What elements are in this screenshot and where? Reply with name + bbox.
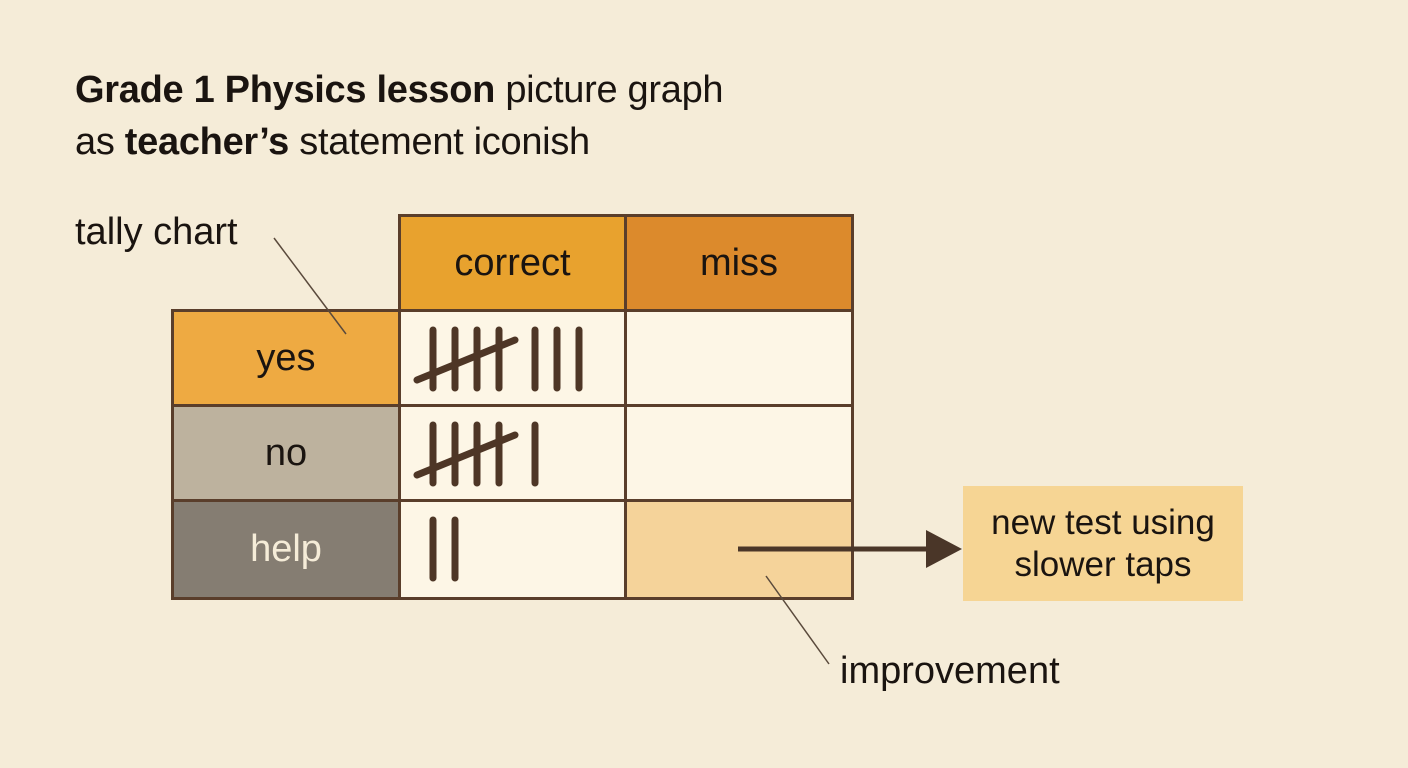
page-title: Grade 1 Physics lesson picture graph as … <box>75 64 724 168</box>
tally-marks <box>413 421 539 487</box>
title-line-1: Grade 1 Physics lesson picture graph <box>75 64 724 116</box>
tally-slash <box>413 336 519 384</box>
tally-cell-yes-miss <box>624 309 854 407</box>
title-rest-part: picture graph <box>495 69 724 111</box>
tally-slash <box>413 431 519 479</box>
row-label-yes: yes <box>171 309 401 407</box>
arrow-head-icon <box>926 530 962 568</box>
title-line2-rest: statement iconish <box>288 121 590 163</box>
callout-line-2: slower taps <box>1014 544 1192 584</box>
tally-table: correct miss yes no help <box>171 214 854 600</box>
tally-chart-label: tally chart <box>75 211 238 253</box>
tally-marks <box>429 516 459 582</box>
column-header-correct: correct <box>398 214 627 312</box>
title-line2-prefix: as <box>75 121 125 163</box>
callout-line-1: new test using <box>991 502 1215 542</box>
tally-cell-help-correct <box>398 499 627 600</box>
improvement-label: improvement <box>840 650 1060 692</box>
tally-cell-no-miss <box>624 404 854 502</box>
column-header-miss: miss <box>624 214 854 312</box>
row-label-help: help <box>171 499 401 600</box>
title-line-2: as teacher’s statement iconish <box>75 116 723 168</box>
title-line2-bold: teacher’s <box>124 121 289 163</box>
tally-cell-help-miss <box>624 499 854 600</box>
tally-marks <box>413 326 583 392</box>
title-bold-part: Grade 1 Physics lesson <box>75 69 496 111</box>
tally-cell-no-correct <box>398 404 627 502</box>
tally-cell-yes-correct <box>398 309 627 407</box>
improvement-callout: new test using slower taps <box>963 486 1243 601</box>
row-label-no: no <box>171 404 401 502</box>
